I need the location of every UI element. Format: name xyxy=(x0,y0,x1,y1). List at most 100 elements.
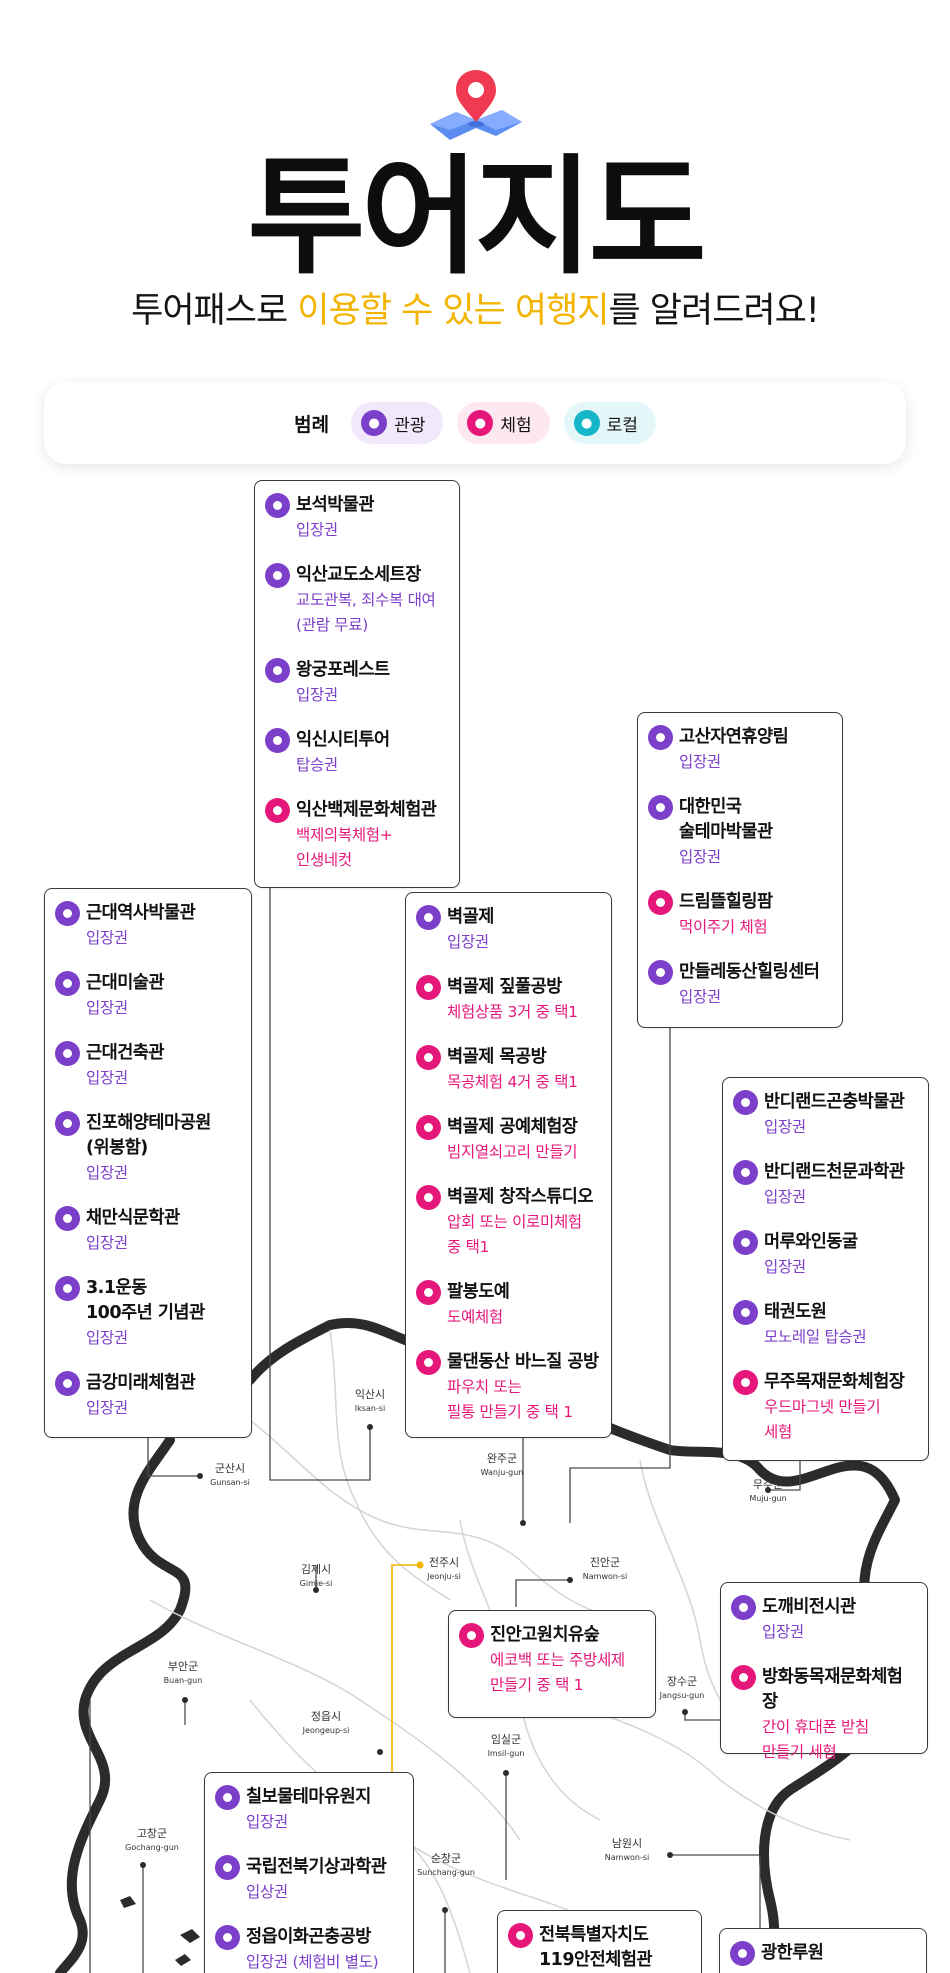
coastline xyxy=(55,1435,191,1973)
map-pin-icon xyxy=(430,70,522,140)
place-name: 3.1운동 100주년 기념관 xyxy=(86,1278,205,1323)
place-name: 익산교도소세트장 xyxy=(296,565,421,585)
region-dots xyxy=(140,1424,771,1913)
experience-pin-icon xyxy=(416,1280,441,1305)
tour-pin-icon xyxy=(55,1371,80,1396)
place-ticket: 입장권 xyxy=(86,1069,128,1087)
place-name: 근대역사박물관 xyxy=(86,903,196,923)
tour-pin-icon xyxy=(733,1230,758,1255)
place-ticket: 에코백 또는 주방세제 만들기 중 택 1 xyxy=(490,1651,625,1694)
tour-pin-icon xyxy=(648,725,673,750)
place-name: 반디랜드천문과학관 xyxy=(764,1162,905,1182)
place-name: 반디랜드곤충박물관 xyxy=(764,1092,905,1112)
tour-pin-icon xyxy=(733,1300,758,1325)
place-name: 보석박물관 xyxy=(296,495,375,515)
place-ticket: 간이 휴대폰 받침 만들기 세혐 xyxy=(762,1718,869,1761)
place-item: 전북특별자치도 119안전체험관 xyxy=(508,1923,691,1973)
legend-item-local: ● 로컬 xyxy=(563,402,656,444)
tour-pin-icon xyxy=(215,1925,240,1950)
place-name: 팔봉도예 xyxy=(447,1282,510,1302)
place-name: 진포해양테마공원 (위봉함) xyxy=(86,1113,211,1158)
place-name: 벽골제 목공방 xyxy=(447,1047,547,1067)
place-name: 벽골제 xyxy=(447,907,494,927)
place-name: 벽골제 창작스튜디오 xyxy=(447,1187,594,1207)
place-ticket: 입장권 xyxy=(679,988,721,1006)
place-name: 고산자연휴양림 xyxy=(679,727,789,747)
place-name: 칠보물테마유원지 xyxy=(246,1787,371,1807)
place-name: 태권도원 xyxy=(764,1302,827,1322)
tour-pin-icon xyxy=(265,563,290,588)
place-name: 대한민국 술테마박물관 xyxy=(679,797,773,842)
leader-lines xyxy=(89,888,801,1973)
page-title: 투어지도 xyxy=(247,143,706,292)
tour-pin-icon xyxy=(648,795,673,820)
experience-pin-icon xyxy=(416,1045,441,1070)
place-name: 벽골제 공예체험장 xyxy=(447,1117,578,1137)
tour-pin-icon xyxy=(265,658,290,683)
place-ticket: 목공체험 4거 중 택1 xyxy=(447,1073,578,1091)
place-name: 채만식문학관 xyxy=(86,1208,180,1228)
place-ticket: 파우치 또는 필통 만들기 중 택 1 xyxy=(447,1378,573,1421)
place-ticket: 입장권 xyxy=(296,521,338,539)
experience-pin-icon xyxy=(731,1665,756,1690)
legend-item-experience: ● 체험 xyxy=(457,402,550,444)
place-name: 전북특별자치도 119안전체험관 xyxy=(539,1925,653,1970)
place-name: 근대미술관 xyxy=(86,973,165,993)
tour-pin-icon xyxy=(55,901,80,926)
place-ticket: 우드마그넷 만들기 세혐 xyxy=(764,1398,881,1441)
place-ticket: 압회 또는 이로미체험 중 택1 xyxy=(447,1213,582,1256)
place-ticket: 입장권 xyxy=(86,1329,128,1347)
experience-pin-icon xyxy=(416,1350,441,1375)
tour-pin-icon xyxy=(55,971,80,996)
place-name: 진안고원치유숲 xyxy=(490,1625,600,1645)
experience-pin-icon xyxy=(416,1115,441,1140)
place-name: 도깨비전시관 xyxy=(762,1597,856,1617)
place-name: 드림뜰힐링팜 xyxy=(679,892,773,912)
place-name: 물댄동산 바느질 공방 xyxy=(447,1352,599,1372)
tour-pin-icon xyxy=(648,960,673,985)
tour-pin-icon xyxy=(733,1090,758,1115)
tour-pin-icon xyxy=(215,1785,240,1810)
place-name: 익산백제문화체험관 xyxy=(296,800,437,820)
experience-pin-icon xyxy=(648,890,673,915)
place-ticket: 입장권 xyxy=(86,1234,128,1252)
local-pin-icon: ● xyxy=(573,410,600,436)
place-name: 만들레동산힐링센터 xyxy=(679,962,820,982)
tour-pin-icon xyxy=(55,1111,80,1136)
place-ticket: 체험상품 3거 중 택1 xyxy=(447,1003,578,1021)
place-ticket: 입장권 (체험비 별도) xyxy=(246,1953,379,1971)
jeonju-dot xyxy=(416,1561,424,1569)
